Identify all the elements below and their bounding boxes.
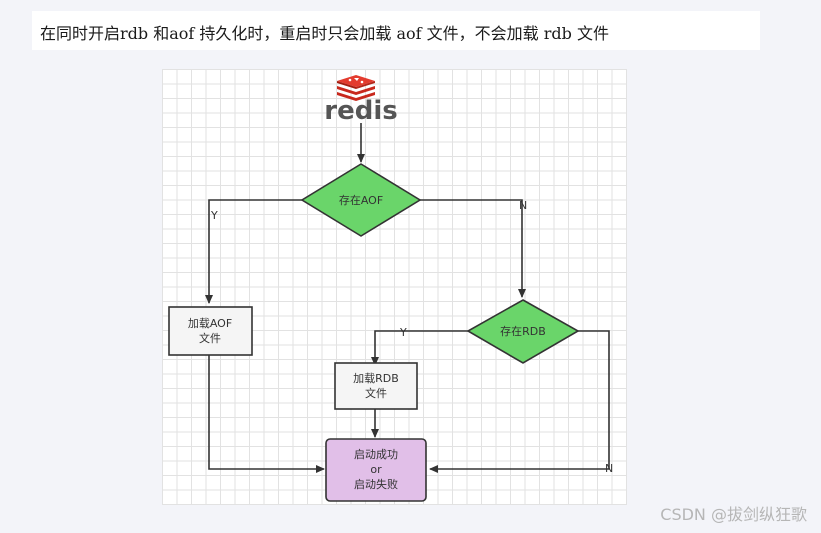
edge-rdb-no (429, 330, 610, 473)
edge-load-aof-to-result (208, 355, 325, 473)
process-load-rdb-box (334, 362, 418, 410)
terminal-result-line1: 启动成功 (354, 448, 398, 461)
process-load-aof-box (168, 306, 253, 356)
edge-aof-yes (205, 199, 302, 304)
terminal-result-box (325, 438, 427, 502)
terminal-result-line3: 启动失败 (354, 477, 398, 491)
edge-label-aof-yes: Y (210, 209, 218, 222)
edge-aof-no (420, 199, 526, 298)
process-load-rdb: 加载RDB 文件 (334, 362, 418, 410)
edge-rdb-yes (371, 330, 468, 366)
decision-aof-shape (300, 163, 422, 237)
edge-label-rdb-no: N (605, 462, 613, 475)
process-load-aof-line1: 加载AOF (188, 317, 232, 330)
redis-logo-text: redis (324, 96, 397, 126)
flowchart-svg: redis Y N Y N 存在AOF 存在RDB (168, 75, 613, 502)
edges (205, 123, 610, 473)
caption-text: 在同时开启rdb 和aof 持久化时，重启时只会加载 aof 文件，不会加载 r… (32, 11, 760, 50)
redis-logo: redis (324, 75, 398, 126)
decision-rdb-shape (466, 299, 580, 364)
watermark-text: CSDN @拔剑纵狂歌 (660, 505, 807, 524)
edge-label-aof-no: N (519, 199, 527, 212)
diagram-canvas: redis Y N Y N 存在AOF 存在RDB (162, 69, 627, 505)
process-load-rdb-line1: 加载RDB (353, 372, 399, 385)
decision-rdb-label: 存在RDB (500, 324, 546, 338)
terminal-result: 启动成功 or 启动失败 (325, 438, 427, 502)
terminal-result-line2: or (370, 463, 382, 476)
process-load-aof: 加载AOF 文件 (168, 306, 253, 356)
decision-rdb: 存在RDB (466, 299, 580, 364)
redis-cube-icon (337, 75, 375, 101)
process-load-rdb-line2: 文件 (365, 386, 387, 400)
edge-label-rdb-yes: Y (399, 326, 407, 339)
process-load-aof-line2: 文件 (199, 331, 221, 345)
decision-aof: 存在AOF (300, 163, 422, 237)
decision-aof-label: 存在AOF (339, 193, 383, 207)
